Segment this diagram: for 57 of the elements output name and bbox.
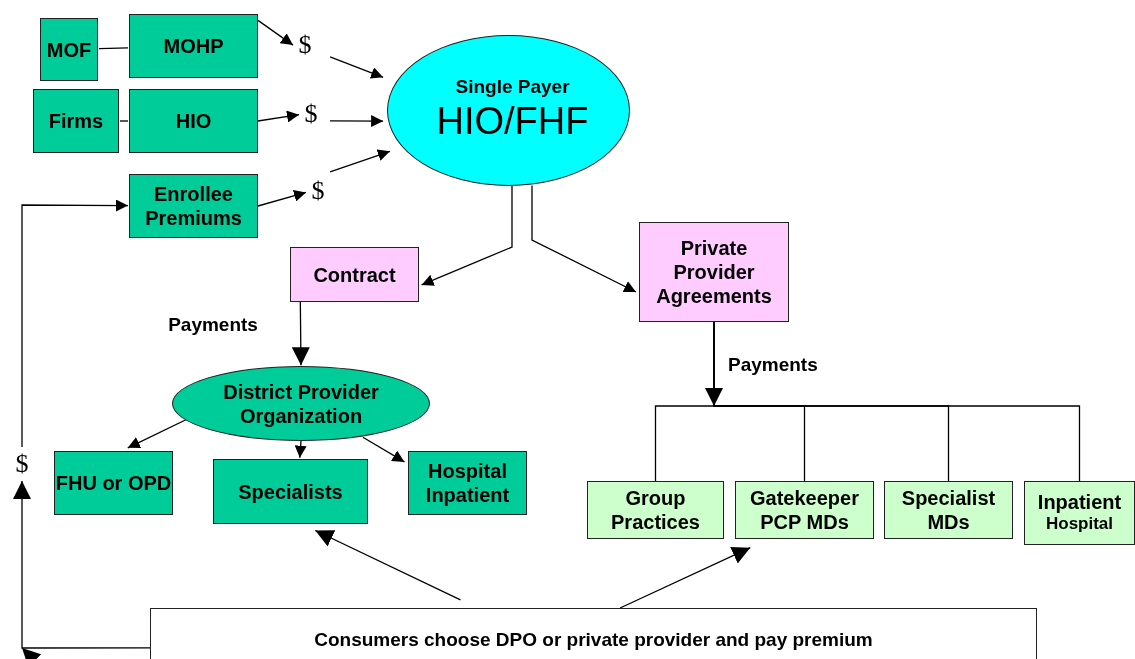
node-label: Contract <box>313 262 396 287</box>
node-label: Hospital Inpatient <box>424 459 511 507</box>
connector-line <box>98 47 129 50</box>
process-box <box>1024 481 1135 545</box>
process-box <box>735 481 874 539</box>
node-sublabel: HIO/FHF <box>436 99 589 145</box>
edge-label: Payments <box>168 314 258 337</box>
arrow <box>13 480 151 659</box>
arrow <box>257 19 294 46</box>
process-box <box>54 451 173 515</box>
dollar-sign: $ <box>294 28 316 62</box>
arrow <box>294 440 307 459</box>
process-box <box>33 89 119 153</box>
process-box <box>290 247 419 302</box>
process-box <box>587 481 724 539</box>
process-box <box>408 451 527 515</box>
process-box <box>40 18 98 81</box>
node-label: MOHP <box>163 34 224 58</box>
dollar-sign: $ <box>300 97 322 131</box>
node-label: Private Provider Agreements <box>655 236 773 308</box>
arrow <box>619 547 751 609</box>
node-label: Gatekeeper PCP MDs <box>749 486 860 534</box>
node-label: District Provider Organization <box>222 379 380 428</box>
node-label: HIO <box>175 109 212 133</box>
edge-label: Payments <box>728 354 818 376</box>
process-box <box>150 608 1037 659</box>
arrow <box>257 189 307 207</box>
arrow <box>362 436 406 463</box>
arrow <box>291 301 310 366</box>
node-label: Single Payer <box>455 76 570 100</box>
arrow <box>314 529 462 601</box>
node-label: Group Practices <box>610 486 701 534</box>
node-label: FHU or OPD <box>55 471 172 495</box>
process-box <box>884 481 1013 539</box>
process-box <box>129 14 258 78</box>
node-label: Specialist MDs <box>900 486 997 534</box>
node-label: MOF <box>46 37 92 62</box>
arrow <box>329 56 384 79</box>
dollar-sign: $ <box>307 174 329 208</box>
node-label: Inpatient <box>1037 490 1122 514</box>
node-label: Consumers choose DPO or private provider and pay premium <box>314 628 873 652</box>
arrow <box>531 184 637 293</box>
process-box <box>129 174 258 238</box>
process-box <box>129 89 258 153</box>
arrow <box>257 110 300 123</box>
arrow <box>329 115 384 127</box>
process-box <box>213 459 368 524</box>
process-box <box>639 222 789 322</box>
node-label: Firms <box>48 109 104 133</box>
arrow <box>329 149 391 173</box>
node-sublabel: Hospital <box>1045 514 1114 535</box>
node-label: Enrollee Premiums <box>144 182 243 230</box>
dollar-sign: $ <box>11 448 33 480</box>
arrow <box>21 199 129 448</box>
connector-line <box>119 120 129 122</box>
arrow <box>420 185 513 286</box>
node-label: Specialists <box>238 479 343 504</box>
